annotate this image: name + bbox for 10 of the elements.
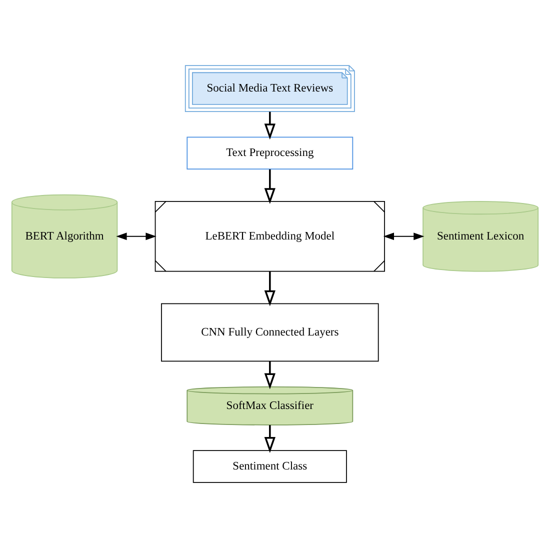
arrow — [264, 112, 276, 140]
node-box: Sentiment Class — [192, 450, 347, 483]
arrow — [264, 425, 276, 453]
arrow — [264, 361, 276, 390]
node-box: CNN Fully Connected Layers — [161, 303, 379, 362]
node-box: Text Preprocessing — [186, 136, 354, 170]
arrow — [116, 232, 156, 240]
arrow — [383, 232, 424, 240]
arrow — [264, 272, 276, 306]
arrow — [264, 169, 276, 204]
